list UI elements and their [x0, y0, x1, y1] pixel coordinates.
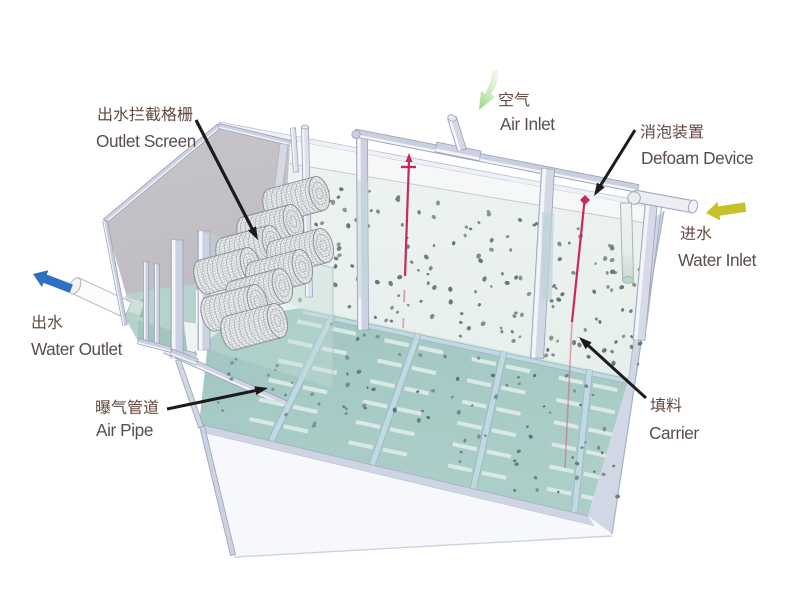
svg-text:Outlet Screen: Outlet Screen	[96, 131, 196, 151]
svg-text:Water Inlet: Water Inlet	[678, 250, 757, 270]
svg-text:Carrier: Carrier	[649, 423, 699, 443]
svg-text:Water Outlet: Water Outlet	[31, 339, 123, 359]
svg-text:Air Pipe: Air Pipe	[96, 420, 153, 440]
svg-text:Air Inlet: Air Inlet	[500, 114, 555, 134]
svg-text:Defoam Device: Defoam Device	[641, 148, 753, 168]
